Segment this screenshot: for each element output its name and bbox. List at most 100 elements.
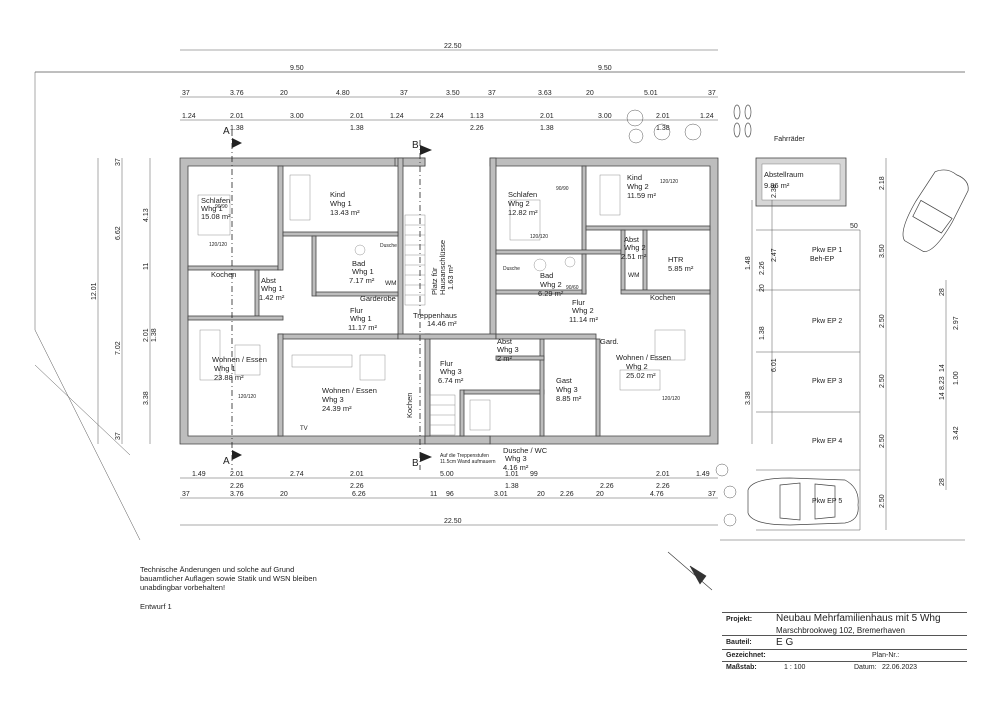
room-kochen-1: Kochen (211, 270, 236, 279)
plan-no-label: Plan-Nr.: (872, 652, 900, 659)
wm-label-2: WM (628, 272, 640, 279)
dim-left-1: 6.62 (115, 226, 122, 240)
room-name: Bad (540, 271, 553, 280)
dim-top-sub-0: 1.38 (230, 125, 244, 132)
dim-bot-r1-5: 1.01 (505, 471, 519, 478)
room-unit: Whg 1 (214, 364, 236, 373)
window-label-4: 120/120 (530, 234, 548, 240)
dim-top-r2-2: 3.00 (290, 113, 304, 120)
room-unit: Whg 1 (350, 314, 372, 323)
car-icon (747, 477, 859, 526)
dim-top-sub-2: 2.26 (470, 125, 484, 132)
room-schlafen-1: Schlafen Whg 1 15.08 m² (201, 196, 231, 221)
room-name: Dusche / WC (503, 446, 548, 455)
project-label: Projekt: (726, 616, 753, 623)
dim-half-right: 9.50 (598, 65, 612, 72)
dim-bot-r1-2: 2.74 (290, 471, 304, 478)
note-line-2: bauamtlicher Auflagen sowie Statik und W… (140, 574, 317, 583)
room-unit: Whg 1 (352, 267, 374, 276)
room-abst-3: Abst Whg 3 2 m² (497, 337, 519, 363)
note-line-1: Technische Änderungen und solche auf Gru… (140, 565, 295, 574)
wall-bad2-right (581, 253, 587, 295)
wall-abst3 (495, 355, 545, 361)
room-unit: Whg 1 (330, 199, 352, 208)
stair-wall-right (489, 157, 497, 339)
tv-label: TV (300, 426, 308, 432)
dimensions-bottom: 1.49 2.01 2.74 2.01 5.00 1.01 99 2.01 1.… (180, 471, 718, 526)
room-name: Abst (261, 276, 277, 285)
dim-right-15: 2.47 (771, 248, 778, 262)
dim-bot-r1-4: 5.00 (440, 471, 454, 478)
wall-gast3-right (595, 338, 601, 437)
dim-top-sub-4: 1.38 (656, 125, 670, 132)
dim-right-0: 3.50 (879, 244, 886, 258)
room-unit: Whg 2 (540, 280, 562, 289)
dim-right-1: 2.50 (879, 314, 886, 328)
dim-top-r1-3: 4.80 (336, 90, 350, 97)
wall-treppe-bottom (397, 333, 497, 340)
wall-kochen-wohnen (187, 315, 284, 321)
room-treppenhaus: Treppenhaus 14.46 m² (413, 311, 457, 328)
room-area: 4.16 m² (503, 463, 529, 472)
room-name: Platz für (430, 267, 439, 295)
room-name: Kind (330, 190, 345, 199)
dim-top-r2-5: 2.24 (430, 113, 444, 120)
date-label: Datum: (854, 664, 877, 671)
section-arrow-b-top (420, 145, 432, 155)
dim-top-r1-8: 20 (586, 90, 594, 97)
pkw-ep-3-label: Pkw EP 3 (812, 378, 842, 385)
room-area: 5.85 m² (668, 264, 694, 273)
dim-bot-r2-5: 96 (446, 491, 454, 498)
dim-left-7: 3.38 (143, 391, 150, 405)
dim-left-9: 37 (115, 158, 122, 166)
room-garderobe: Garderobe (360, 294, 396, 303)
dim-total-bottom: 22.50 (444, 518, 462, 525)
room-name: Kind (627, 173, 642, 182)
room-htr: HTR 5.85 m² (668, 255, 694, 273)
dim-bot-r2-0: 37 (182, 491, 190, 498)
window-label-2: 120/120 (209, 242, 227, 248)
dim-top-r1-9: 5.01 (644, 90, 658, 97)
dim-half-left: 9.50 (290, 65, 304, 72)
room-name-2: Hausanschlüsse (438, 240, 447, 295)
dim-right-3: 2.50 (879, 434, 886, 448)
dim-right-6: 2.97 (953, 316, 960, 330)
dim-bot-sub-2: 1.38 (505, 483, 519, 490)
pkw-ep-4-label: Pkw EP 4 (812, 438, 842, 445)
car-icon-road (902, 169, 969, 252)
room-unit: Whg 1 (261, 284, 283, 293)
section-a-label-top: A (223, 126, 230, 137)
dim-left-6: 1.38 (151, 328, 158, 342)
dimensions-top: 22.50 9.50 9.50 37 3.76 20 4.80 37 3.50 … (35, 43, 965, 132)
window-label-8: 90/60 (566, 285, 579, 291)
tree-icon (626, 109, 737, 527)
stair-treads (404, 214, 456, 436)
project-address: Marschbrookweg 102, Bremerhaven (776, 626, 905, 635)
room-name: Flur (572, 298, 585, 307)
wall-schlafen2-kind2 (581, 165, 587, 251)
room-name: Abst (497, 337, 513, 346)
dim-bot-r1-7: 2.01 (656, 471, 670, 478)
pkw-ep-2-label: Pkw EP 2 (812, 318, 842, 325)
wall-flur2-bottom (495, 333, 597, 340)
draft-label: Entwurf 1 (140, 602, 172, 611)
room-unit: Whg 2 (572, 306, 594, 315)
title-row-project: Projekt: Neubau Mehrfamilienhaus mit 5 W… (722, 612, 967, 635)
dim-bot-sub-1: 2.26 (350, 483, 364, 490)
entrance-wall (424, 435, 491, 445)
room-dusche-3: Dusche / WC Whg 3 4.16 m² (503, 446, 548, 472)
dim-bot-r1-8: 1.49 (696, 471, 710, 478)
room-area: 2 m² (497, 354, 513, 363)
scale-label: Maßstab: (726, 664, 757, 671)
stair-note-1: Auf die Treppenstufen (440, 453, 489, 459)
room-name: Abst (624, 235, 640, 244)
dim-bot-r2-8: 2.26 (560, 491, 574, 498)
room-name: Schlafen (201, 196, 230, 205)
dim-right-19: 6.01 (771, 358, 778, 372)
dimensions-right: 3.50 2.50 2.50 2.50 2.50 8.23 2.97 3.42 … (745, 158, 960, 530)
wm-label-1: WM (385, 280, 397, 287)
fahrraeder-label: Fahrräder (774, 136, 805, 143)
general-notes: Technische Änderungen und solche auf Gru… (140, 565, 317, 592)
room-name: Flur (350, 306, 363, 315)
